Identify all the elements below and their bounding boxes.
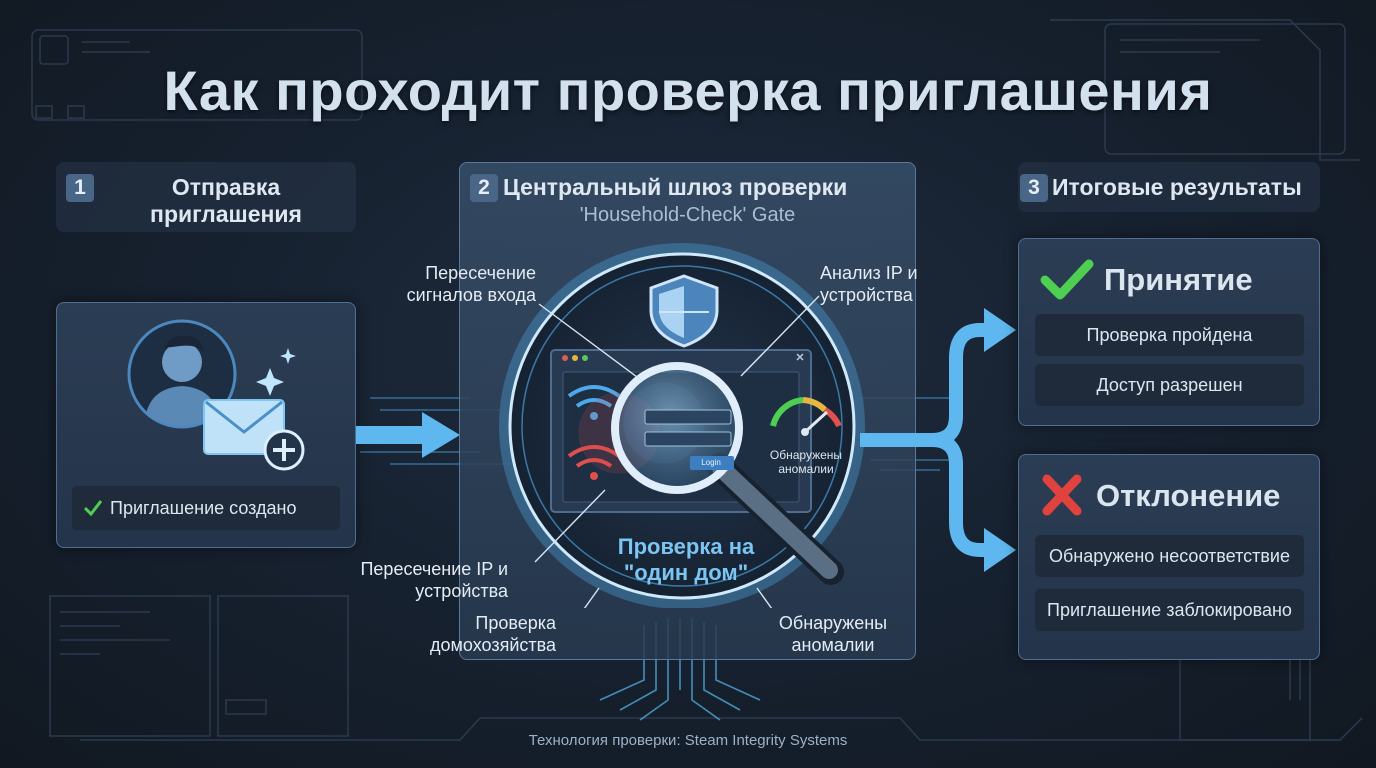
label-ip-analysis: Анализ IP и устройства <box>820 263 918 305</box>
login-button: Login <box>701 458 721 467</box>
reject-item-blocked: Приглашение заблокировано <box>1035 589 1304 631</box>
step3-title: Итоговые результаты <box>1052 174 1302 200</box>
flow-arrow-1 <box>356 412 460 458</box>
step1-title: Отправка приглашения <box>150 174 302 227</box>
wifi-icon <box>567 385 621 468</box>
accept-item-access: Доступ разрешен <box>1035 364 1304 406</box>
shield-icon <box>649 274 719 348</box>
sparkle-icon <box>256 348 296 396</box>
gauge-icon <box>770 397 842 436</box>
accept-item-passed: Проверка пройдена <box>1035 314 1304 356</box>
step1-status-row: Приглашение создано <box>72 486 340 530</box>
label-ip-cross: Пересечение IP и устройства <box>360 559 508 601</box>
step2-title: Центральный шлюз проверки <box>503 174 848 200</box>
accept-title: Принятие <box>1104 262 1253 297</box>
gate-graphic <box>499 243 865 608</box>
label-anomalies: Обнаружены аномалии <box>778 613 888 655</box>
gauge-label: Обнаружены аномалии <box>769 448 843 476</box>
label-household: Проверка домохозяйства <box>430 613 556 655</box>
step2-subtitle: 'Household-Check' Gate <box>579 204 796 226</box>
page-title: Как проходит проверка приглашения <box>163 59 1213 122</box>
step2-number: 2 <box>470 174 498 202</box>
checkmark-icon <box>83 500 103 517</box>
step1-header <box>56 162 356 232</box>
check-icon <box>1040 259 1094 300</box>
reject-title: Отклонение <box>1096 478 1281 513</box>
cross-icon <box>1042 474 1082 516</box>
magnifier-icon <box>611 362 844 585</box>
label-signals: Пересечение сигналов входа <box>406 263 536 305</box>
step3-number: 3 <box>1020 174 1048 202</box>
reject-item-mismatch: Обнаружено несоответствие <box>1035 535 1304 577</box>
envelope-plus-icon <box>203 399 305 471</box>
step3-header <box>1018 162 1320 212</box>
step1-number: 1 <box>66 174 94 202</box>
center-label: Проверка на "один дом" <box>617 534 755 585</box>
footer-text: Технология проверки: Steam Integrity Sys… <box>528 732 848 749</box>
branch-arrows <box>860 308 1016 572</box>
invite-illustration <box>127 319 305 471</box>
status-text: Приглашение создано <box>110 498 297 518</box>
